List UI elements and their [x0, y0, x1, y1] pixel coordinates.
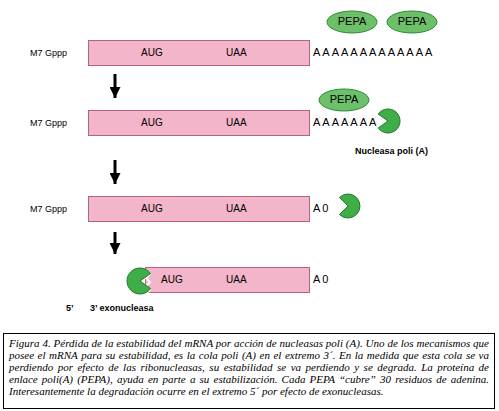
- text-label: M7 Gppp: [30, 204, 67, 214]
- poly-a-tail: AAAAAAAAAAAAA: [313, 46, 434, 58]
- poly-a-tail: AAAAAAA: [313, 116, 378, 128]
- codon-label: AUG: [141, 203, 163, 214]
- poly-a-nuclease: [378, 109, 400, 133]
- codon-label: UAA: [226, 203, 247, 214]
- mrna-strand: AUG UAA: [88, 196, 310, 222]
- flow-arrow: [114, 160, 117, 184]
- poly-a-tail: A0: [313, 273, 330, 285]
- mrna-strand: AUG UAA: [88, 110, 310, 136]
- protein-name: PEPA: [386, 15, 438, 27]
- flow-arrow: [114, 232, 117, 254]
- poly-a-nuclease: [340, 194, 360, 218]
- codon-label: UAA: [226, 47, 247, 58]
- mrna-strand: AUG UAA: [88, 40, 310, 66]
- text-label: M7 Gppp: [30, 118, 67, 128]
- text-label: M7 Gppp: [30, 48, 67, 58]
- mrna-strand: AUG UAA: [145, 267, 310, 293]
- poly-a-tail: A0: [313, 202, 330, 214]
- flow-arrow: [114, 74, 117, 98]
- caption-text: Figura 4. Pérdida de la estabilidad del …: [9, 337, 489, 397]
- codon-label: AUG: [161, 274, 183, 285]
- codon-label: AUG: [141, 47, 163, 58]
- text-label: 3’ exonucleasa: [90, 303, 154, 313]
- protein-name: PEPA: [326, 15, 378, 27]
- pepa-protein: PEPA: [318, 88, 370, 112]
- protein-name: PEPA: [318, 93, 370, 105]
- oval-shape: [319, 89, 369, 111]
- oval-shape: [327, 11, 377, 33]
- codon-label: AUG: [141, 117, 163, 128]
- oval-shape: [387, 11, 437, 33]
- pepa-protein: PEPA: [326, 10, 378, 34]
- codon-label: UAA: [226, 117, 247, 128]
- codon-label: UAA: [226, 274, 247, 285]
- text-label: Nucleasa poli (A): [355, 146, 428, 156]
- caption-box: Figura 4. Pérdida de la estabilidad del …: [3, 333, 495, 409]
- text-label: 5’: [66, 303, 74, 313]
- pepa-protein: PEPA: [386, 10, 438, 34]
